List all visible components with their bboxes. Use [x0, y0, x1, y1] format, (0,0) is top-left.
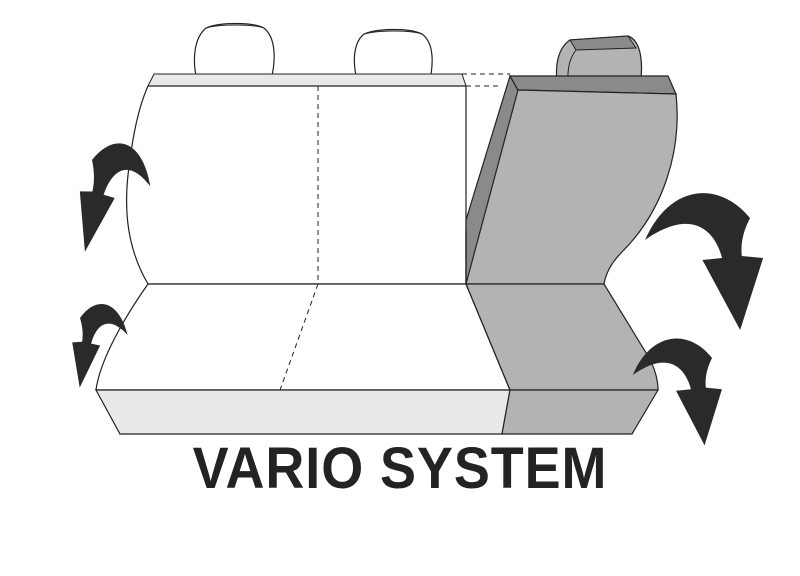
vario-system-caption: VARIO SYSTEM	[0, 434, 800, 504]
seat-base-grey	[501, 389, 660, 435]
headrest-middle	[353, 28, 433, 81]
seat-cushion-light	[95, 283, 511, 391]
caption-text: VARIO SYSTEM	[192, 436, 608, 501]
seat-base-light	[94, 389, 511, 435]
backrest-light	[126, 85, 467, 285]
backrest-top-strip	[147, 73, 467, 87]
curved-arrow-icon	[645, 193, 764, 331]
backrest-grey	[465, 74, 678, 285]
headrest-left	[193, 22, 275, 81]
